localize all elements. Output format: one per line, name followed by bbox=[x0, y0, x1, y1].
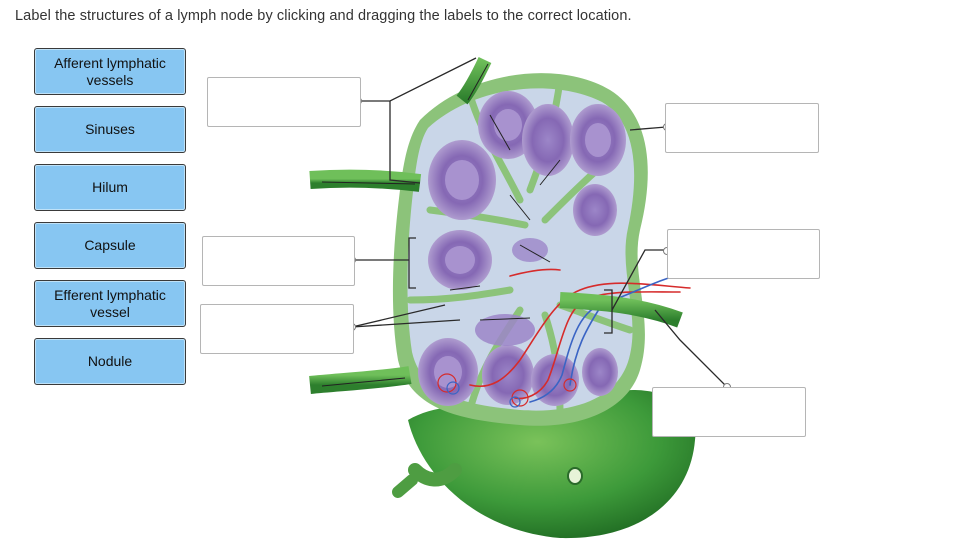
label-text: Capsule bbox=[84, 237, 135, 254]
drop-target-3[interactable] bbox=[200, 304, 354, 354]
label-afferent-lymphatic-vessels[interactable]: Afferent lymphatic vessels bbox=[34, 48, 186, 95]
label-text: Nodule bbox=[88, 353, 132, 370]
label-nodule[interactable]: Nodule bbox=[34, 338, 186, 385]
drop-target-2[interactable] bbox=[202, 236, 355, 286]
label-capsule[interactable]: Capsule bbox=[34, 222, 186, 269]
label-text: Hilum bbox=[92, 179, 128, 196]
drop-target-5[interactable] bbox=[667, 229, 820, 279]
vessel-opening bbox=[568, 468, 582, 484]
label-sinuses[interactable]: Sinuses bbox=[34, 106, 186, 153]
drop-target-6[interactable] bbox=[652, 387, 806, 437]
label-text: Afferent lymphatic vessels bbox=[45, 55, 175, 89]
drop-target-4[interactable] bbox=[665, 103, 819, 153]
label-efferent-lymphatic-vessel[interactable]: Efferent lymphatic vessel bbox=[34, 280, 186, 327]
label-hilum[interactable]: Hilum bbox=[34, 164, 186, 211]
drop-target-1[interactable] bbox=[207, 77, 361, 127]
label-text: Efferent lymphatic vessel bbox=[45, 287, 175, 321]
label-text: Sinuses bbox=[85, 121, 135, 138]
